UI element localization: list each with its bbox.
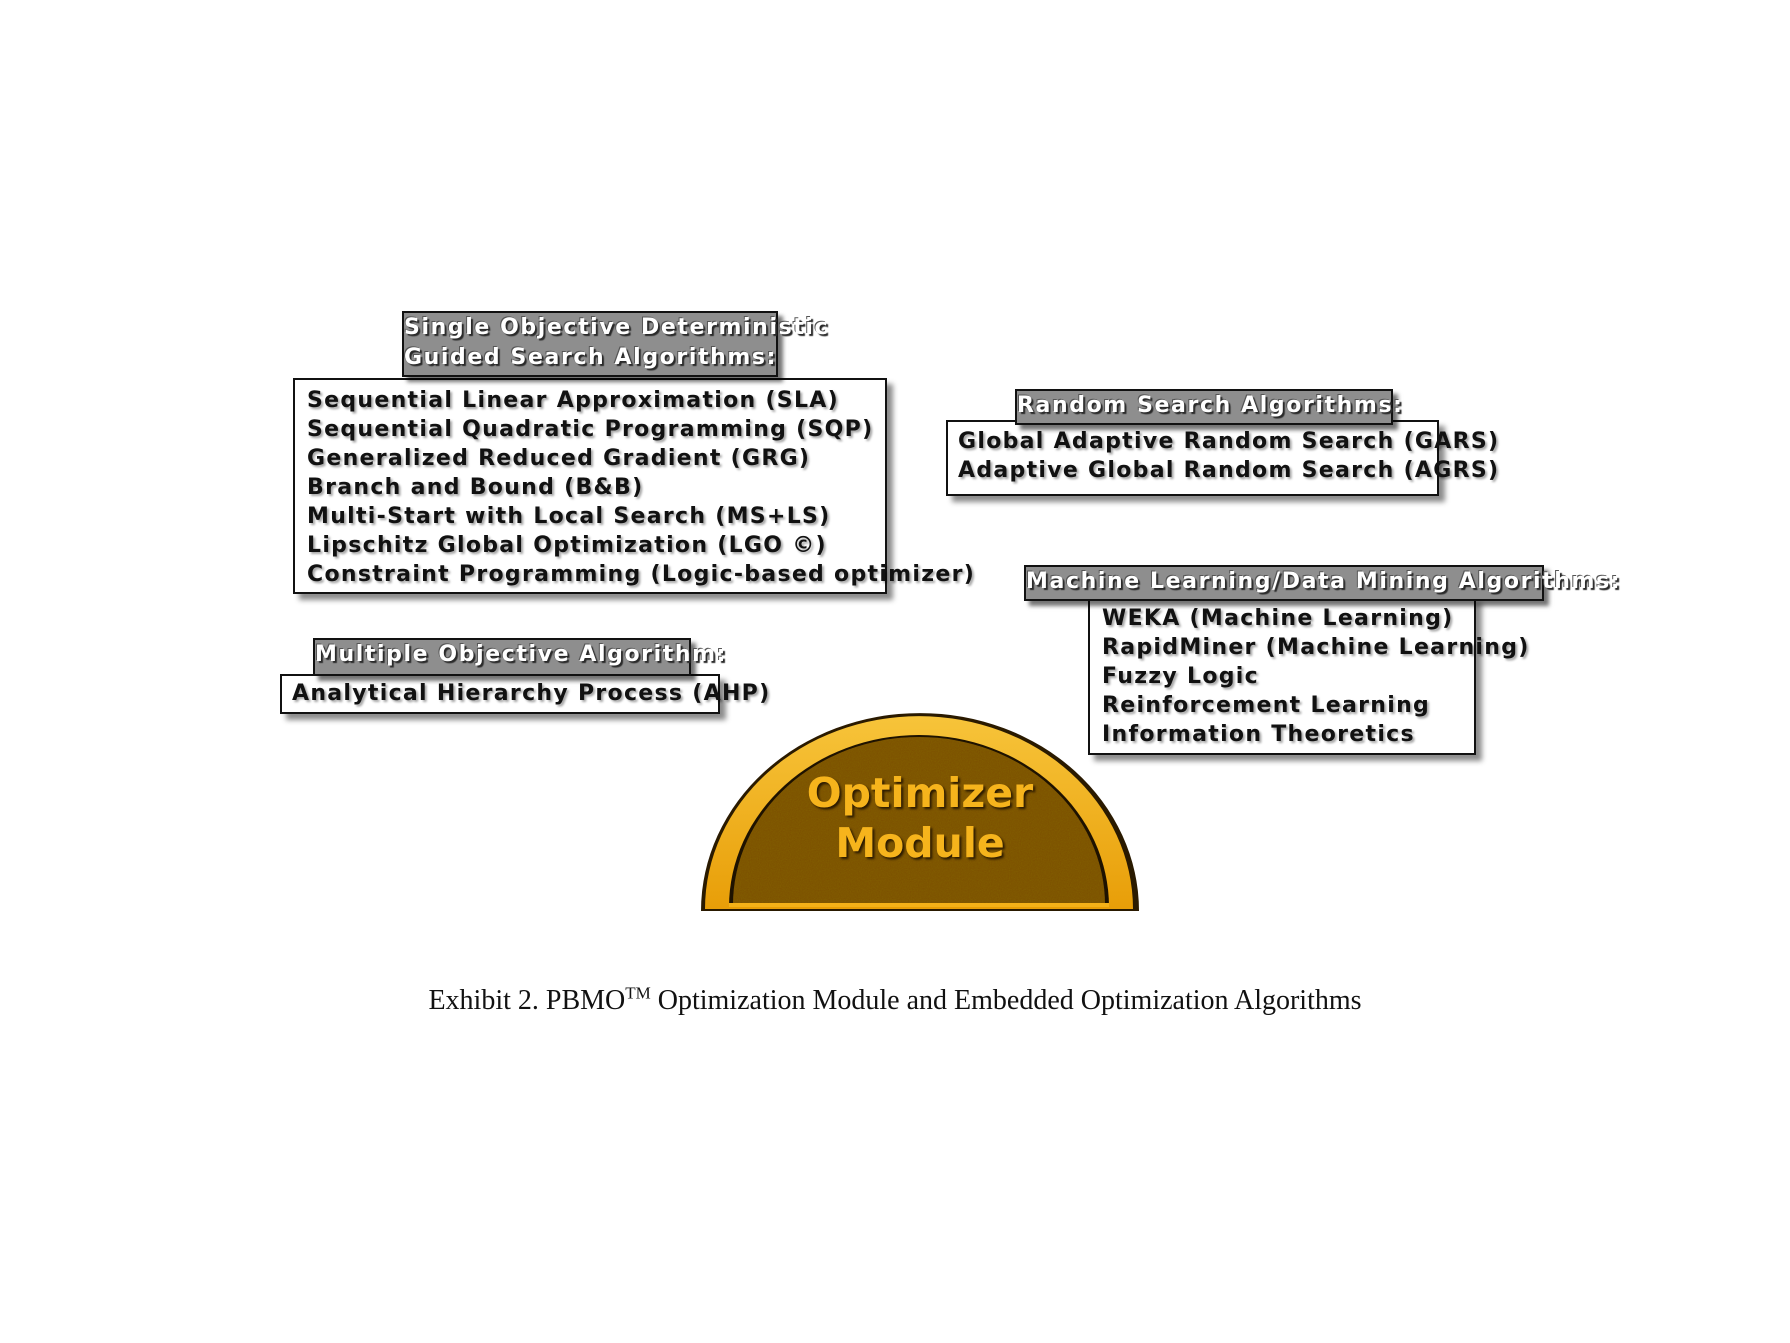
module-title-line1: Optimizer: [806, 769, 1034, 817]
multiple-objective-header: Multiple Objective Algorithm:: [313, 638, 728, 676]
random-search-list: Global Adaptive Random Search (GARS) Ada…: [946, 420, 1500, 496]
machine-learning-header: Machine Learning/Data Mining Algorithms:: [1024, 565, 1622, 601]
random-search-header: Random Search Algorithms:: [1015, 389, 1404, 425]
list-item: Reinforcement Learning: [1102, 693, 1431, 718]
list-item: RapidMiner (Machine Learning): [1102, 635, 1530, 660]
list-item: Constraint Programming (Logic-based opti…: [307, 562, 976, 587]
list-item: Sequential Quadratic Programming (SQP): [307, 417, 874, 442]
list-item: Branch and Bound (B&B): [307, 475, 644, 500]
header-line: Guided Search Algorithms:: [404, 345, 777, 370]
header-line: Multiple Objective Algorithm:: [315, 642, 728, 667]
single-objective-list: Sequential Linear Approximation (SLA) Se…: [293, 378, 976, 594]
machine-learning-list: WEKA (Machine Learning) RapidMiner (Mach…: [1088, 597, 1530, 755]
header-line: Machine Learning/Data Mining Algorithms:: [1026, 569, 1622, 594]
dome-fill: [733, 737, 1105, 905]
trademark-superscript: TM: [625, 983, 651, 1003]
list-item: Generalized Reduced Gradient (GRG): [307, 446, 811, 471]
header-line: Single Objective Deterministic: [404, 315, 830, 340]
optimizer-module-dome: [701, 713, 1139, 911]
single-objective-header: Single Objective Deterministic Guided Se…: [402, 311, 830, 377]
caption-suffix: Optimization Module and Embedded Optimiz…: [650, 985, 1362, 1016]
list-item: Multi-Start with Local Search (MS+LS): [307, 504, 831, 529]
list-item: Fuzzy Logic: [1102, 664, 1259, 689]
list-item: Analytical Hierarchy Process (AHP): [292, 681, 771, 706]
caption-prefix: Exhibit 2. PBMO: [428, 985, 626, 1016]
list-item: WEKA (Machine Learning): [1102, 606, 1454, 631]
list-item: Adaptive Global Random Search (AGRS): [958, 458, 1500, 483]
header-line: Random Search Algorithms:: [1017, 393, 1404, 418]
list-item: Information Theoretics: [1102, 722, 1415, 747]
list-item: Sequential Linear Approximation (SLA): [307, 388, 839, 413]
module-title-line2: Module: [835, 819, 1005, 867]
multiple-objective-list: Analytical Hierarchy Process (AHP): [280, 674, 771, 714]
figure-caption: Exhibit 2. PBMOTM Optimization Module an…: [0, 985, 1790, 1017]
list-item: Lipschitz Global Optimization (LGO ©): [307, 533, 827, 558]
list-item: Global Adaptive Random Search (GARS): [958, 429, 1500, 454]
